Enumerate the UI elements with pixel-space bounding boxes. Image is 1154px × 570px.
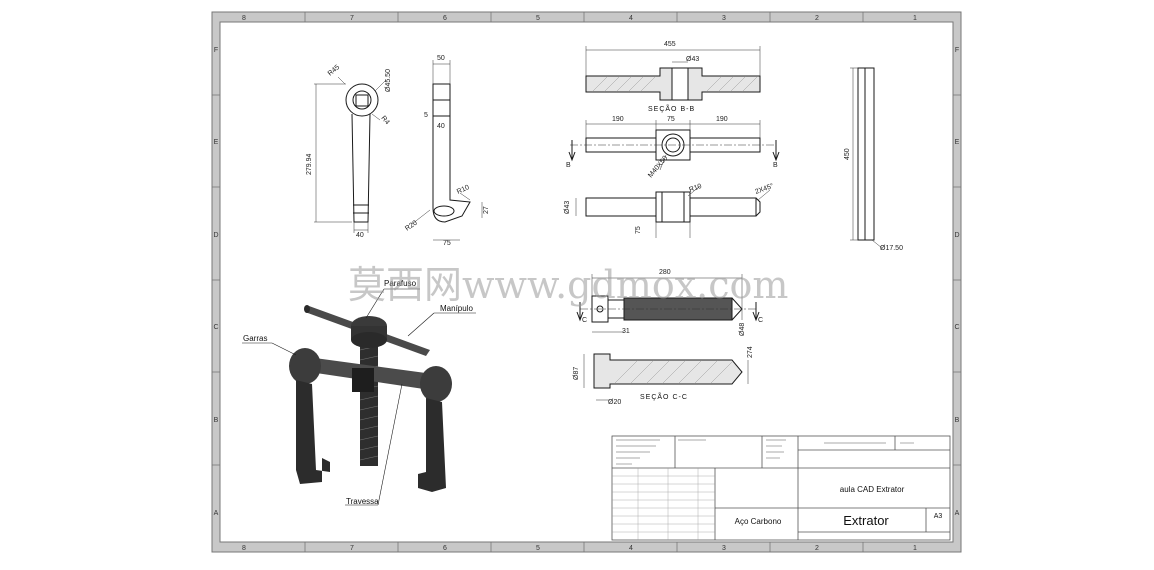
dim-75-garra: 75	[443, 240, 451, 247]
watermark-text: 莫西网www.gdmox.com	[348, 263, 788, 307]
sheet-border	[211, 11, 962, 553]
section-bb-label: SEÇÃO B-B	[648, 104, 695, 113]
assembly-labels: Parafuso Manípulo Garras Travessa	[243, 279, 473, 506]
garra-front-view	[314, 76, 387, 233]
travessa-front-view	[575, 185, 771, 238]
dim-75-top: 75	[667, 116, 675, 123]
zone-labels-bottom: 8 7 6 5 4 3 2 1	[242, 545, 917, 552]
zone-left-c: C	[213, 324, 218, 331]
dim-31: 31	[622, 328, 630, 335]
section-arrow-b-left: B	[566, 162, 571, 169]
zone-left-b: B	[214, 417, 219, 424]
dim-274: 274	[747, 346, 754, 358]
sheet-size: A3	[934, 513, 943, 520]
zone-right-f: F	[955, 47, 959, 54]
dim-r4: R4	[379, 115, 390, 126]
zone-top-5: 4	[629, 15, 633, 22]
zone-right-b: B	[955, 417, 960, 424]
travessa-bb-dimensions: 455 Ø43 SEÇÃO B-B	[648, 41, 699, 113]
drawing-title: aula CAD Extrator	[840, 485, 905, 494]
zone-bottom-8: 1	[913, 545, 917, 552]
dim-450: 450	[844, 148, 851, 160]
zone-left-e: E	[214, 139, 219, 146]
section-arrow-c-left: C	[582, 317, 587, 324]
dim-r10-travessa: R10	[688, 183, 703, 194]
zone-right-e: E	[955, 139, 960, 146]
label-manipulo: Manípulo	[440, 304, 473, 313]
zone-bottom-6: 3	[722, 545, 726, 552]
zone-bottom-1: 8	[242, 545, 246, 552]
zone-bottom-4: 5	[536, 545, 540, 552]
zone-right-d: D	[954, 232, 959, 239]
zone-right-c: C	[954, 324, 959, 331]
dim-190-left: 190	[612, 116, 624, 123]
travessa-section-bb	[585, 46, 761, 101]
dim-40-front: 40	[356, 232, 364, 239]
dim-d20: Ø20	[608, 399, 621, 406]
zone-top-2: 7	[350, 15, 354, 22]
travessa-top-view	[568, 120, 780, 171]
title-block	[611, 435, 951, 541]
zone-bottom-7: 2	[815, 545, 819, 552]
dim-d43-top: Ø43	[686, 56, 699, 63]
title-block-text: aula CAD Extrator Aço Carbono Extrator A…	[735, 485, 943, 528]
section-arrow-b-right: B	[773, 162, 778, 169]
zone-labels-top: 8 7 6 5 4 3 2 1	[242, 15, 917, 22]
zone-bottom-2: 7	[350, 545, 354, 552]
assembly-3d-view	[242, 288, 476, 506]
dim-190-right: 190	[716, 116, 728, 123]
zone-left-a: A	[214, 510, 219, 517]
label-travessa: Travessa	[346, 497, 379, 506]
dim-5: 5	[424, 112, 428, 119]
parafuso-top-dimensions: 280 31 Ø48 C C	[582, 269, 763, 336]
zone-left-d: D	[213, 232, 218, 239]
part-name: Extrator	[843, 513, 889, 528]
parafuso-cc-dimensions: Ø87 274 Ø20 SEÇÃO C-C	[573, 346, 754, 406]
dim-d43-side: Ø43	[564, 201, 571, 214]
dim-280: 280	[659, 269, 671, 276]
dim-75-front: 75	[635, 226, 642, 234]
dim-r10-garra: R10	[456, 184, 471, 196]
dim-50: 50	[437, 55, 445, 62]
zone-top-1: 8	[242, 15, 246, 22]
garra-side-view	[411, 60, 483, 241]
section-cc-label: SEÇÃO C-C	[640, 392, 688, 401]
zone-top-6: 3	[722, 15, 726, 22]
parafuso-section-cc	[583, 353, 749, 401]
manipulo-dimensions: 450 Ø17.50	[844, 148, 903, 252]
zone-bottom-3: 6	[443, 545, 447, 552]
zone-right-a: A	[955, 510, 960, 517]
manipulo-view	[850, 67, 883, 249]
dim-d45-50: Ø45.50	[385, 69, 392, 92]
zone-top-8: 1	[913, 15, 917, 22]
dim-d48: Ø48	[739, 323, 746, 336]
dim-d17-50: Ø17.50	[880, 245, 903, 252]
zone-top-4: 5	[536, 15, 540, 22]
parafuso-top-view	[576, 274, 760, 333]
section-arrow-c-right: C	[758, 317, 763, 324]
label-garras: Garras	[243, 334, 267, 343]
dim-27: 27	[483, 206, 490, 214]
zone-top-3: 6	[443, 15, 447, 22]
dim-455: 455	[664, 41, 676, 48]
dim-40-side: 40	[437, 123, 445, 130]
material-value: Aço Carbono	[735, 517, 782, 526]
zone-left-f: F	[214, 47, 218, 54]
zone-labels-right: F E D C B A	[954, 47, 959, 517]
zone-labels-left: F E D C B A	[213, 47, 218, 517]
label-parafuso: Parafuso	[384, 279, 417, 288]
dim-d87: Ø87	[573, 367, 580, 380]
zone-top-7: 2	[815, 15, 819, 22]
dim-279-94: 279.94	[306, 153, 313, 175]
zone-bottom-5: 4	[629, 545, 633, 552]
